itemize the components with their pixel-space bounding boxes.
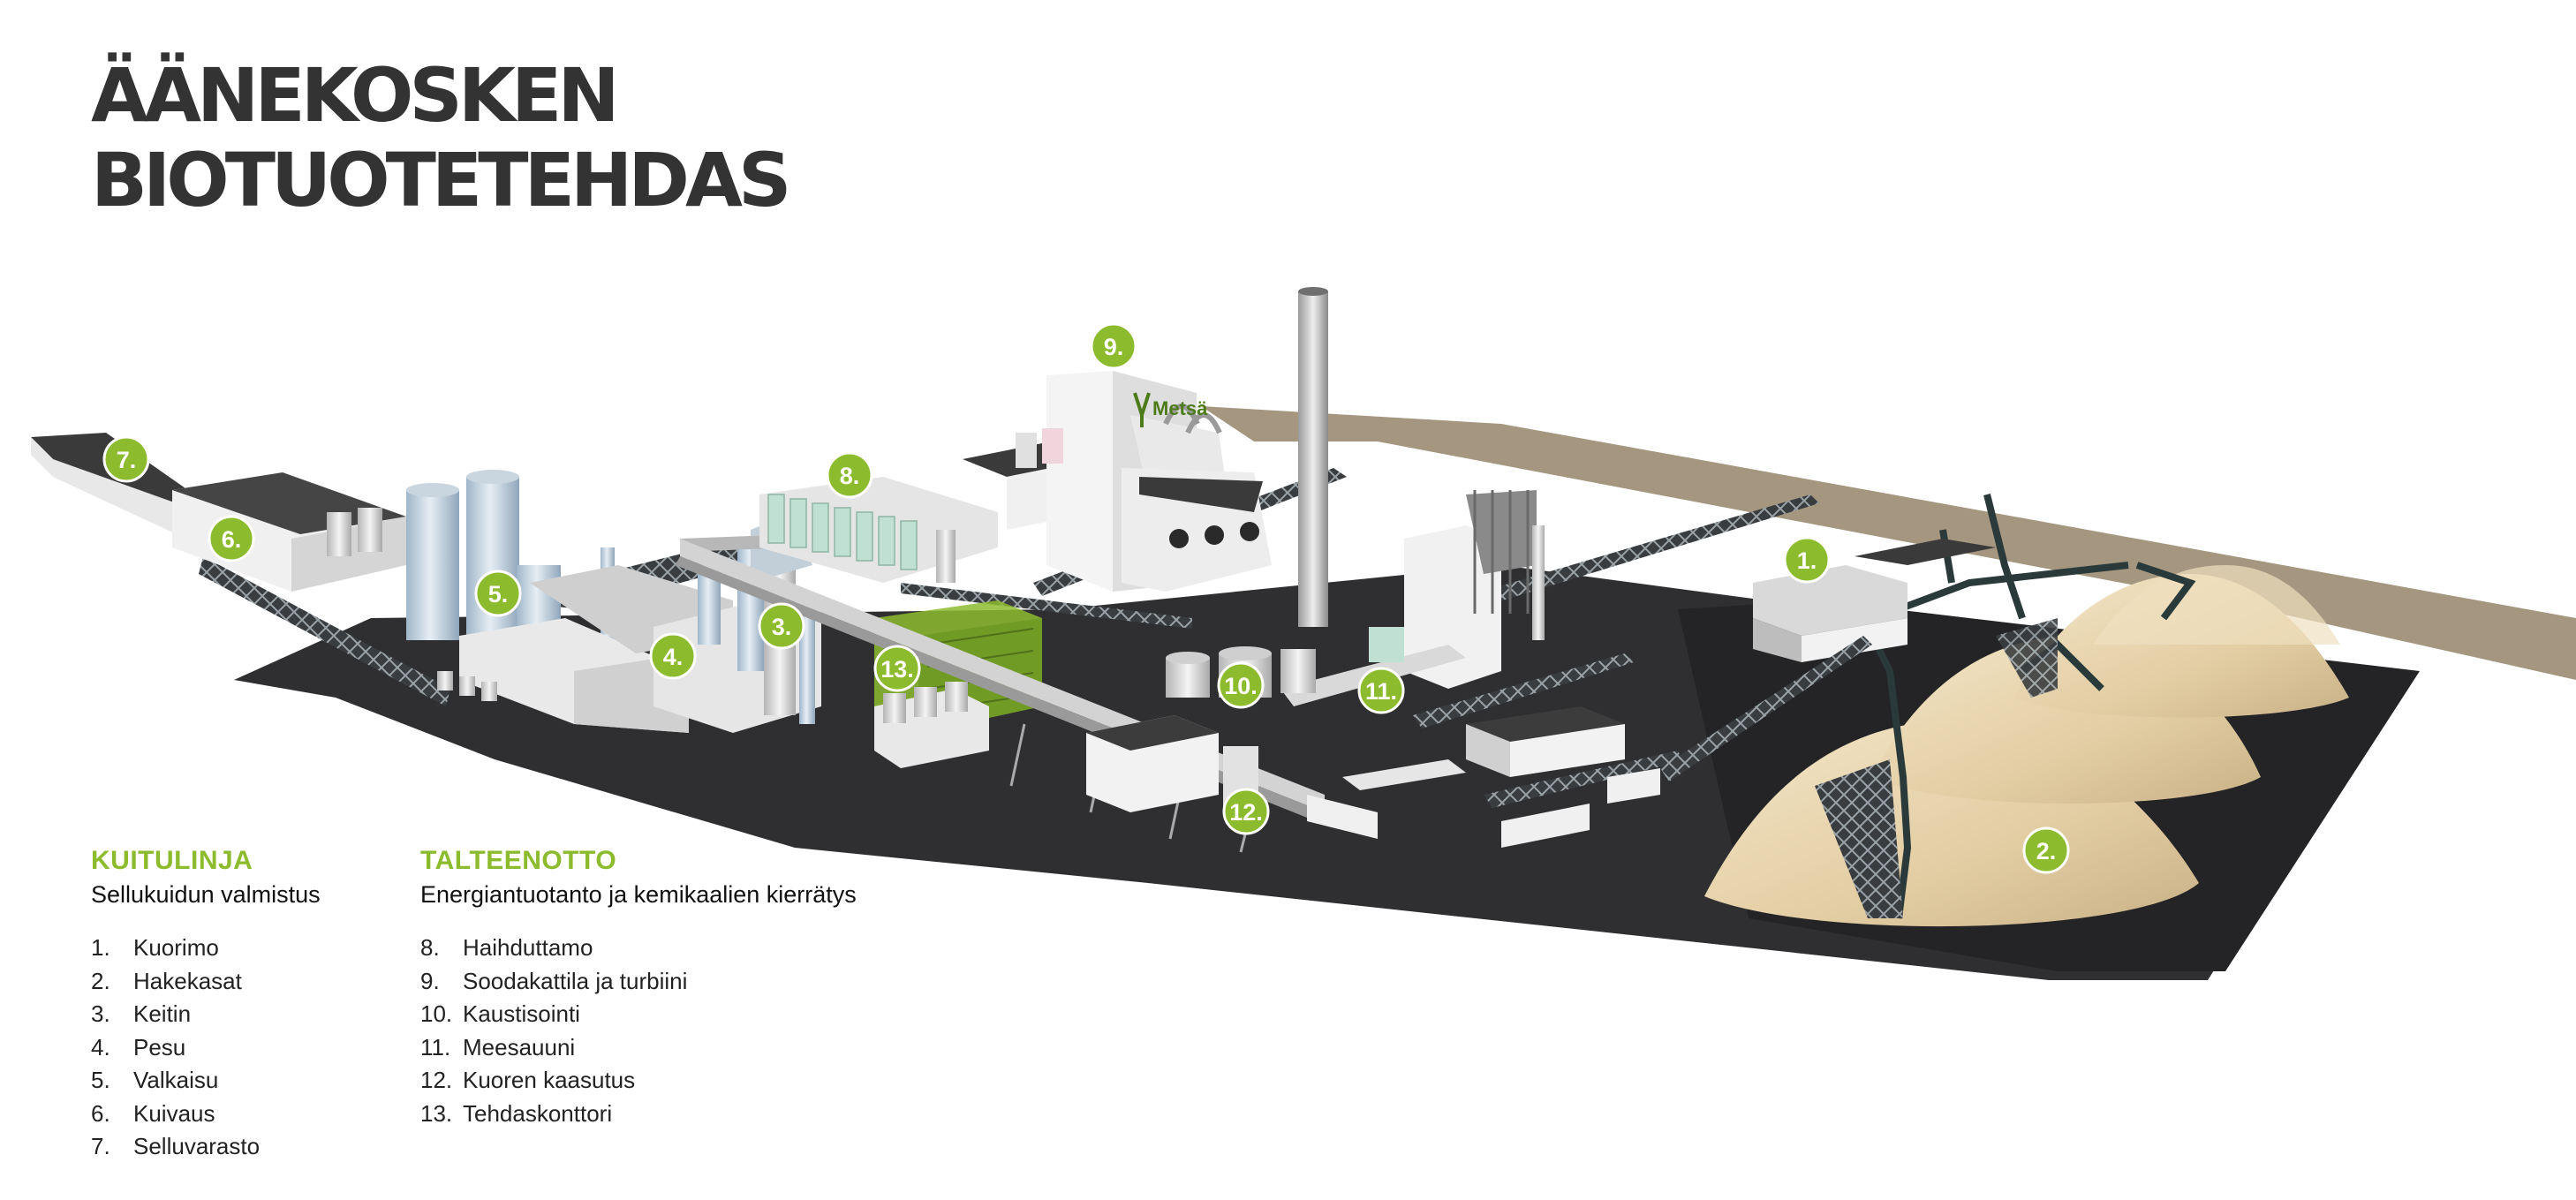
svg-text:12.: 12. bbox=[1229, 799, 1263, 826]
svg-text:2.: 2. bbox=[2036, 838, 2057, 864]
legend-recovery: TALTEENOTTO Energiantuotanto ja kemikaal… bbox=[420, 846, 857, 1130]
page-title: ÄÄNEKOSKEN BIOTUOTETEHDAS bbox=[91, 52, 791, 223]
debarking-building bbox=[1753, 539, 1996, 662]
marker-1[interactable]: 1. bbox=[1783, 536, 1831, 584]
legend-recovery-subheading: Energiantuotanto ja kemikaalien kierräty… bbox=[420, 881, 857, 908]
legend-item: 4.Pesu bbox=[91, 1033, 186, 1060]
svg-text:11.: 11. bbox=[1365, 678, 1397, 705]
legend-recovery-list: 8.Haihduttamo 9.Soodakattila ja turbiini… bbox=[420, 932, 857, 1130]
bark-gasification-plant bbox=[1086, 706, 1660, 848]
legend-item: 9.Soodakattila ja turbiini bbox=[420, 967, 688, 994]
marker-8[interactable]: 8. bbox=[826, 451, 873, 499]
legend-item: 13.Tehdaskonttori bbox=[420, 1099, 613, 1127]
legend-recovery-heading: TALTEENOTTO bbox=[420, 846, 617, 875]
svg-text:4.: 4. bbox=[663, 644, 684, 670]
small-tanks bbox=[437, 428, 1063, 701]
marker-7[interactable]: 7. bbox=[102, 435, 150, 483]
marker-12[interactable]: 12. bbox=[1222, 788, 1270, 835]
sand-field bbox=[1201, 406, 2576, 680]
title-line-1: ÄÄNEKOSKEN bbox=[91, 52, 620, 139]
svg-text:7.: 7. bbox=[117, 447, 137, 473]
marker-5[interactable]: 5. bbox=[474, 570, 522, 617]
marker-6[interactable]: 6. bbox=[208, 515, 255, 562]
title-line-2: BIOTUOTETEHDAS bbox=[91, 137, 791, 223]
svg-text:9.: 9. bbox=[1104, 334, 1124, 360]
pile-crane-trusses bbox=[1815, 618, 2058, 918]
legend-item: 12.Kuoren kaasutus bbox=[420, 1067, 636, 1093]
svg-text:3.: 3. bbox=[772, 614, 792, 640]
marker-3[interactable]: 3. bbox=[758, 602, 805, 650]
legend-fiber-line: KUITULINJA Sellukuidun valmistus 1.Kuori… bbox=[91, 846, 321, 1164]
marker-9[interactable]: 9. bbox=[1090, 322, 1137, 370]
legend-item: 6.Kuivaus bbox=[91, 1099, 215, 1127]
legend-item: 10.Kaustisointi bbox=[420, 1000, 580, 1027]
legend-item: 2.Hakekasat bbox=[91, 967, 242, 994]
legend-fiber-list: 1.Kuorimo 2.Hakekasat 3.Keitin 4.Pesu 5.… bbox=[91, 932, 321, 1164]
legend-fiber-subheading: Sellukuidun valmistus bbox=[91, 881, 321, 908]
chimney-stack bbox=[1298, 287, 1328, 627]
svg-text:6.: 6. bbox=[222, 526, 242, 553]
marker-4[interactable]: 4. bbox=[649, 632, 697, 680]
marker-10[interactable]: 10. bbox=[1217, 661, 1265, 709]
legend-fiber-heading: KUITULINJA bbox=[91, 846, 253, 875]
legend-item: 5.Valkaisu bbox=[91, 1067, 219, 1093]
marker-13[interactable]: 13. bbox=[873, 645, 921, 692]
legend-item: 1.Kuorimo bbox=[91, 934, 219, 961]
marker-2[interactable]: 2. bbox=[2022, 826, 2070, 874]
bleaching-tanks bbox=[406, 470, 733, 733]
metsa-logo-icon bbox=[1133, 392, 1151, 427]
svg-text:5.: 5. bbox=[488, 581, 509, 608]
svg-text:8.: 8. bbox=[840, 463, 860, 489]
legend-item: 3.Keitin bbox=[91, 1000, 192, 1027]
legend-item: 7.Selluvarasto bbox=[91, 1133, 261, 1159]
legend-item: 11.Meesauuni bbox=[420, 1033, 576, 1060]
recovery-boiler: Metsä bbox=[1046, 371, 1272, 592]
svg-text:1.: 1. bbox=[1797, 547, 1817, 574]
building-logo-text: Metsä bbox=[1152, 397, 1208, 419]
marker-11[interactable]: 11. bbox=[1357, 667, 1405, 714]
svg-text:10.: 10. bbox=[1224, 673, 1258, 699]
svg-text:13.: 13. bbox=[880, 656, 914, 683]
legend-item: 8.Haihduttamo bbox=[420, 934, 593, 961]
